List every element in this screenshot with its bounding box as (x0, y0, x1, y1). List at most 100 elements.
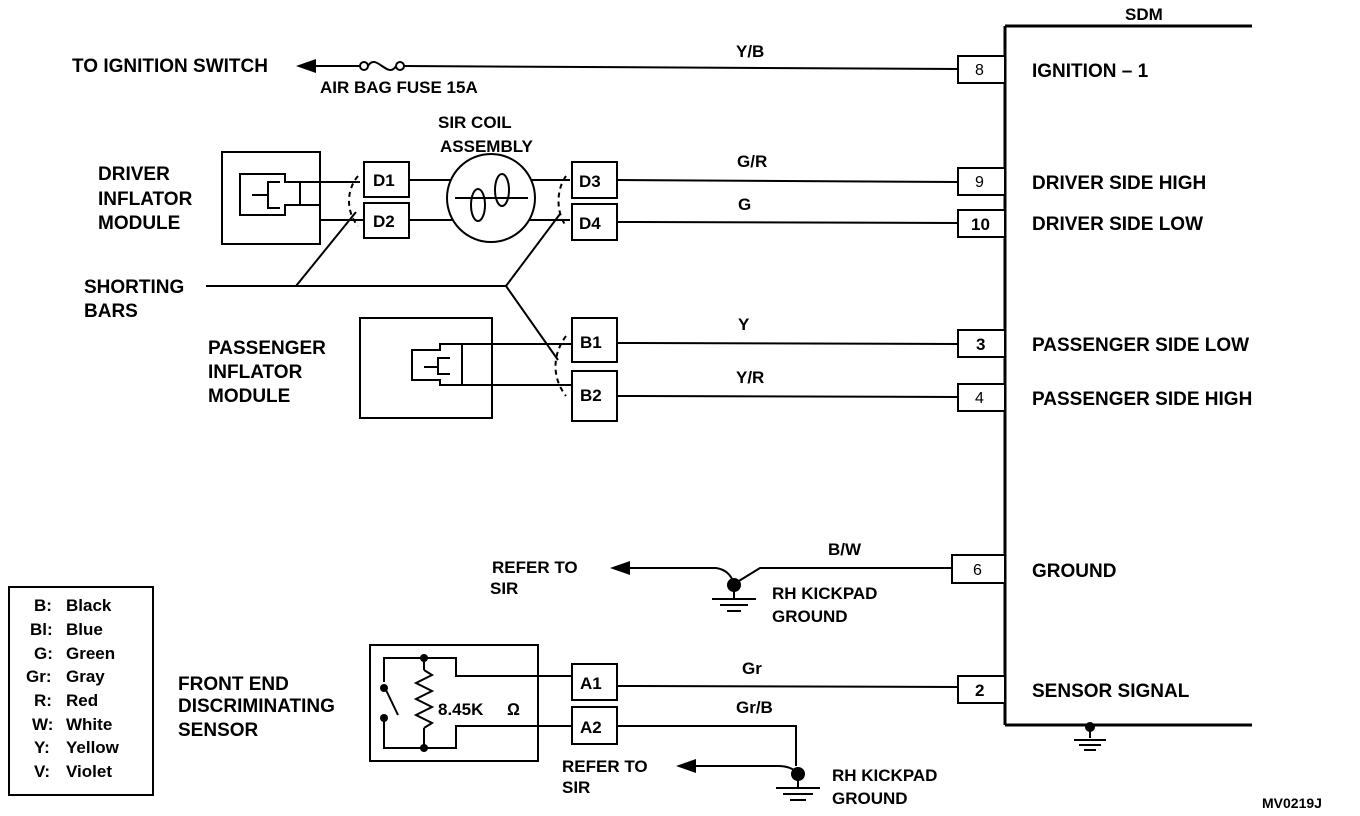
passenger-inflator-module: PASSENGER INFLATOR MODULE (208, 317, 572, 419)
driver-module-label: DRIVER (98, 164, 170, 185)
wire-color-label: Gr/B (736, 698, 773, 717)
passenger-low-wire: Y (616, 315, 959, 345)
sdm-pin-9: 9 DRIVER SIDE HIGH (957, 167, 1206, 196)
legend-code: R: (34, 691, 52, 710)
shorting-bars-label: SHORTING (84, 277, 184, 298)
legend-color: Green (66, 644, 115, 663)
passenger-module-label: MODULE (208, 386, 290, 407)
legend-code: Bl: (30, 620, 53, 639)
arrow-left-icon (296, 59, 316, 73)
sensor-ground-wire: Gr/B REFER TO SIR RH KICKPAD GROUND (562, 698, 937, 808)
pin-a1: A1 (580, 674, 602, 693)
legend-code: V: (34, 762, 50, 781)
kickpad-label: RH KICKPAD (832, 766, 937, 785)
refer-to-label: REFER TO (562, 757, 648, 776)
sdm-pin-number: 2 (975, 681, 984, 700)
sdm-pin-6: 6 GROUND (951, 554, 1116, 584)
sdm-pin-label: SENSOR SIGNAL (1032, 681, 1190, 702)
ground-icon (712, 590, 756, 612)
legend-color: Blue (66, 620, 103, 639)
pin-d3: D3 (579, 172, 601, 191)
connector-d1-d2: D1 D2 (348, 161, 410, 239)
refer-to-label: SIR (562, 778, 590, 797)
color-legend: B: Black Bl: Blue G: Green Gr: Gray R: R… (8, 586, 154, 796)
sensor-circuit-icon (380, 654, 572, 752)
driver-low-wire: G (616, 195, 959, 224)
wire-color-label: Gr (742, 659, 762, 678)
shorting-bars: SHORTING BARS (84, 211, 561, 361)
sensor-label: FRONT END (178, 674, 289, 695)
legend-code: Y: (34, 738, 50, 757)
front-end-sensor: FRONT END DISCRIMINATING SENSOR 8.45K Ω (178, 644, 572, 762)
driver-high-wire: G/R (616, 152, 959, 183)
legend-color: Yellow (66, 738, 120, 757)
sensor-label: DISCRIMINATING (178, 696, 335, 717)
wire-color-label: Y/R (736, 368, 764, 387)
sir-coil-label: SIR COIL (438, 113, 512, 132)
sdm-pin-label: PASSENGER SIDE HIGH (1032, 389, 1252, 410)
legend-color: Violet (66, 762, 112, 781)
sdm-pin-number: 6 (973, 562, 982, 579)
sdm-pin-number: 4 (975, 390, 984, 407)
sdm-pin-2: 2 SENSOR SIGNAL (957, 675, 1190, 704)
kickpad-label: GROUND (772, 607, 848, 626)
fuse-label: AIR BAG FUSE 15A (320, 78, 478, 97)
figure-id: MV0219J (1262, 795, 1322, 811)
sdm-pin-3: 3 PASSENGER SIDE LOW (957, 329, 1249, 358)
wire-color-label: G/R (737, 152, 767, 171)
wire-color-label: B/W (828, 540, 862, 559)
ignition-switch-label: TO IGNITION SWITCH (72, 56, 268, 77)
connector-d3-d4: D3 D4 (557, 161, 618, 241)
wire-color-label: G (738, 195, 751, 214)
sdm-pin-label: IGNITION – 1 (1032, 61, 1149, 82)
sdm-pin-label: PASSENGER SIDE LOW (1032, 335, 1249, 356)
ohm-symbol: Ω (507, 700, 520, 719)
driver-inflator-module: DRIVER INFLATOR MODULE (98, 151, 364, 245)
ground-circuit: REFER TO SIR RH KICKPAD GROUND B/W (490, 540, 952, 626)
legend-color: White (66, 715, 112, 734)
ignition-circuit: TO IGNITION SWITCH AIR BAG FUSE 15A Y/B (72, 42, 959, 97)
passenger-module-label: INFLATOR (208, 362, 303, 383)
sdm-pin-label: DRIVER SIDE LOW (1032, 214, 1203, 235)
coil-icon (455, 173, 528, 222)
sir-coil-assembly: SIR COIL ASSEMBLY (409, 113, 570, 243)
sensor-label: SENSOR (178, 720, 259, 741)
pin-d1: D1 (373, 171, 395, 190)
wire-color-label: Y/B (736, 42, 764, 61)
sdm-pin-label: GROUND (1032, 561, 1116, 582)
legend-code: W: (32, 715, 53, 734)
ground-icon (776, 780, 820, 801)
legend-code: G: (34, 644, 53, 663)
sdm-pin-number: 3 (976, 335, 985, 354)
driver-module-label: INFLATOR (98, 189, 193, 210)
driver-module-label: MODULE (98, 213, 180, 234)
legend-code: Gr: (26, 667, 52, 686)
pin-b2: B2 (580, 386, 602, 405)
sir-coil-label: ASSEMBLY (440, 137, 534, 156)
sdm-pin-8: 8 IGNITION – 1 (957, 55, 1149, 84)
passenger-module-label: PASSENGER (208, 338, 326, 359)
legend-color: Red (66, 691, 98, 710)
legend-color: Gray (66, 667, 105, 686)
sdm-module: SDM (1003, 5, 1252, 751)
inflator-squib-icon (239, 173, 364, 221)
sdm-pin-label: DRIVER SIDE HIGH (1032, 173, 1206, 194)
wire-color-label: Y (738, 315, 750, 334)
sensor-resistance: 8.45K (438, 700, 484, 719)
shorting-bars-label: BARS (84, 301, 138, 322)
sdm-pin-number: 9 (975, 174, 984, 191)
sdm-pin-10: 10 DRIVER SIDE LOW (957, 209, 1203, 238)
kickpad-label: GROUND (832, 789, 908, 808)
connector-b1-b2: B1 B2 (554, 317, 618, 422)
arrow-left-icon (676, 759, 696, 773)
pin-d2: D2 (373, 212, 395, 231)
sdm-pin-number: 10 (971, 215, 990, 234)
pin-a2: A2 (580, 718, 602, 737)
pin-d4: D4 (579, 214, 601, 233)
connector-a1-a2: A1 A2 (571, 663, 618, 745)
arrow-left-icon (610, 561, 630, 575)
legend-code: B: (34, 596, 52, 615)
sensor-signal-wire: Gr (616, 659, 959, 688)
sdm-ground-icon (1074, 722, 1106, 751)
sdm-pin-4: 4 PASSENGER SIDE HIGH (957, 383, 1252, 412)
